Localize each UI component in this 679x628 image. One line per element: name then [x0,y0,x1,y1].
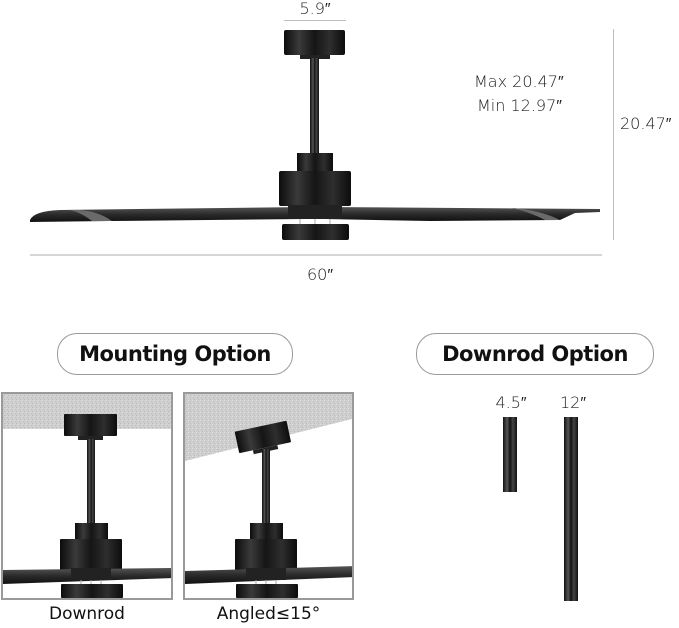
fan-downrod [87,439,95,524]
mounting-option-angled-panel [183,392,354,600]
fan-motor-housing [60,539,122,570]
mounting-option-heading: Mounting Option [57,333,293,375]
fan-light-kit [61,584,123,598]
fan-downrod [262,449,270,524]
blade-span-line [30,254,602,256]
downrod-short-label: 4.5″ [495,393,527,412]
height-range-max-label: Max 20.47″ [474,72,564,91]
canopy-width-line [284,20,346,21]
fan-canopy [64,414,117,436]
fan-blade-right [325,207,600,221]
downrod-long [564,417,578,601]
downrod-long-label: 12″ [559,393,587,412]
main-fan-diagram: 5.9″ Max 20.47″ Min 12.97″ 20.47″ 60″ [0,0,679,300]
mounting-option-downrod-panel [1,392,173,600]
fan-canopy [284,30,345,55]
ceiling-fan-illustration [30,30,600,240]
fan-motor-housing [235,539,297,570]
total-height-label: 20.47″ [620,114,672,133]
downrod-short [503,417,517,492]
total-height-line [613,29,614,240]
fan-motor-collar [75,523,108,539]
angled-caption: Angled≤15° [216,604,321,624]
fan-motor-collar [297,153,333,171]
canopy-width-label: 5.9″ [299,0,331,18]
fan-blade-left [30,207,305,222]
fan-motor-collar [250,523,283,539]
height-range-min-label: Min 12.97″ [477,96,562,115]
fan-light-kit [282,224,349,240]
downrod-caption: Downrod [49,604,125,624]
fan-downrod [310,58,319,154]
fan-motor-housing [279,171,351,206]
downrod-option-heading: Downrod Option [416,333,654,375]
blade-span-label: 60″ [306,265,334,284]
downrod-mount-illustration [3,394,171,598]
fan-canopy [234,420,291,454]
mounting-option-title: Mounting Option [79,342,271,366]
downrod-option-title: Downrod Option [442,342,628,366]
fan-light-kit [236,584,298,598]
angled-mount-illustration [185,394,352,598]
